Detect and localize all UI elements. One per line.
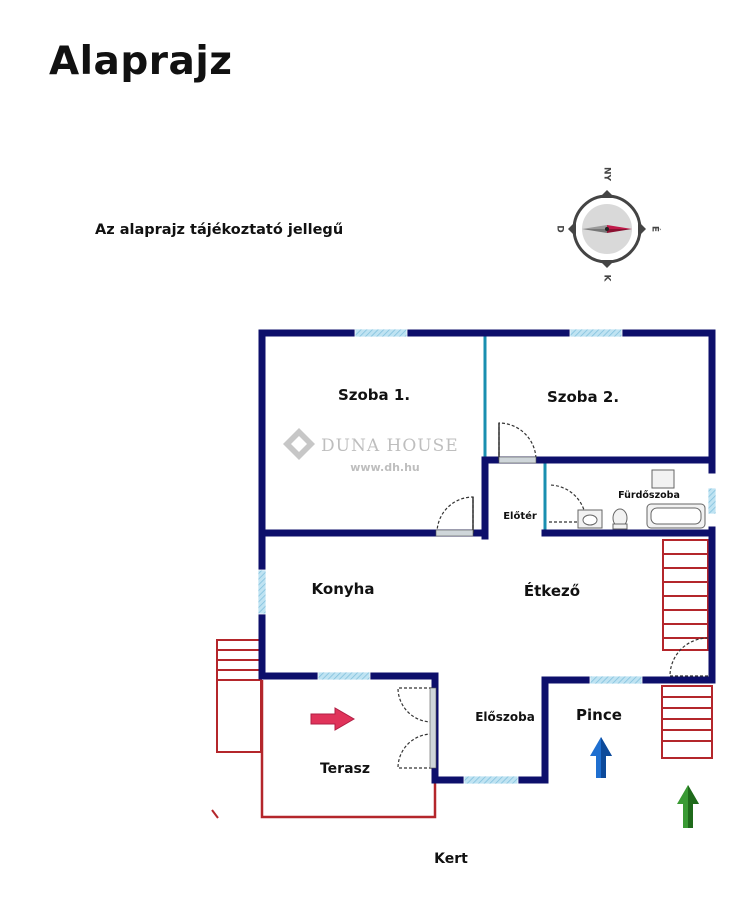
room-labels: Szoba 1. Szoba 2. Fürdőszoba Előtér Kony… <box>312 386 680 867</box>
compass-north-pointer <box>599 190 615 198</box>
room-label-szoba2: Szoba 2. <box>547 388 619 406</box>
outdoor-steps <box>661 685 713 759</box>
threshold-terasz <box>429 687 437 769</box>
compass-west-pointer <box>568 221 576 237</box>
door-szoba2 <box>498 422 537 461</box>
garden-arrow-icon <box>677 785 699 828</box>
room-label-szoba1: Szoba 1. <box>338 386 410 404</box>
door-terasz-top <box>397 687 433 723</box>
entry-arrow-icon <box>310 707 355 731</box>
window-szoba1 <box>354 328 408 338</box>
compass: NY É K D <box>555 167 662 283</box>
door-szoba1 <box>436 496 474 534</box>
window-szoba2 <box>569 328 623 338</box>
compass-needle-grey-shade <box>582 229 607 233</box>
watermark: DUNA HOUSE www.dh.hu <box>283 428 459 474</box>
room-label-kert: Kert <box>434 851 468 867</box>
room-label-furdoszoba: Fürdőszoba <box>618 490 680 501</box>
disclaimer-text: Az alaprajz tájékoztató jellegű <box>95 222 344 238</box>
threshold-szoba1 <box>435 529 474 537</box>
right-staircase <box>662 539 709 651</box>
compass-needle-grey <box>582 225 607 229</box>
doors <box>397 422 709 769</box>
compass-label-south: K <box>602 275 612 283</box>
compass-label-west: D <box>555 225 565 232</box>
compass-label-north: NY <box>602 167 612 182</box>
shower-icon <box>651 469 675 489</box>
sink-basin <box>582 514 598 526</box>
compass-east-pointer <box>638 221 646 237</box>
room-label-eloszoba: Előszoba <box>475 710 535 724</box>
door-thresholds <box>429 456 537 769</box>
room-label-etkezo: Étkező <box>524 581 580 600</box>
inner-partitions <box>483 333 547 533</box>
threshold-szoba2 <box>498 456 537 464</box>
left-steps <box>216 639 262 753</box>
door-stair <box>669 637 709 677</box>
bathtub-inner <box>650 507 702 525</box>
window-furdo <box>707 487 717 515</box>
window-pince <box>589 675 643 685</box>
room-label-konyha: Konyha <box>312 580 375 598</box>
windows <box>257 328 717 785</box>
terrace-outline <box>260 680 437 819</box>
window-eloszoba <box>463 775 519 785</box>
exterior-mark <box>211 809 219 819</box>
pince-arrow-icon <box>590 737 612 778</box>
compass-south-pointer <box>599 260 615 268</box>
duna-house-logo-icon <box>283 428 315 460</box>
wall-top-right <box>258 329 716 474</box>
watermark-brand: DUNA HOUSE <box>321 436 459 456</box>
room-label-terasz: Terasz <box>320 761 370 777</box>
exterior-elements <box>211 539 713 819</box>
compass-pivot <box>605 227 609 231</box>
door-furdo <box>548 484 587 523</box>
compass-needle-red-shade <box>607 229 632 233</box>
compass-label-east: É <box>650 226 662 232</box>
page-title: Alaprajz <box>49 39 233 84</box>
window-terasz-wall <box>317 671 371 681</box>
bathroom-fixtures <box>577 469 706 530</box>
window-konyha <box>257 569 267 615</box>
room-label-pince: Pince <box>576 706 622 724</box>
door-terasz-bottom <box>397 733 433 769</box>
room-label-eloter: Előtér <box>503 510 537 522</box>
watermark-url: www.dh.hu <box>350 461 420 474</box>
compass-needle-red <box>607 225 632 229</box>
toilet-tank <box>612 523 628 530</box>
